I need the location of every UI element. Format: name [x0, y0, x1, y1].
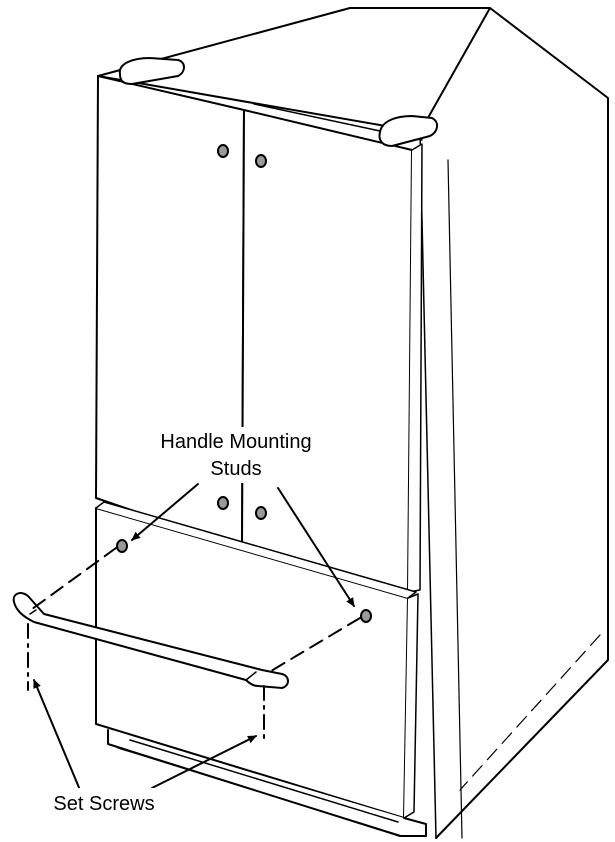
upper-right-lower-stud — [255, 506, 267, 520]
label-background-set-screws — [30, 788, 180, 816]
freezer-drawer — [95, 501, 419, 819]
upper-left-lower-stud — [217, 496, 229, 510]
drawer-right-handle-mounting-stud — [360, 609, 372, 623]
set-screws-arrows — [33, 679, 257, 791]
left-hinge-cover — [118, 57, 185, 85]
cabinet-side-panel — [419, 7, 609, 839]
freezer-drawer-handle — [12, 592, 289, 689]
alignment-guide-lines — [27, 547, 361, 675]
set-screws-label: Set Screws — [53, 793, 154, 815]
upper-left-handle-stud — [217, 144, 229, 158]
handle-mounting-studs-label-line1: Handle Mounting — [160, 431, 311, 453]
right-hinge-cover — [378, 115, 438, 147]
drawer-left-handle-mounting-stud — [116, 539, 128, 553]
set-screw-guide-lines — [27, 623, 265, 741]
cabinet-top — [97, 7, 491, 133]
handle-mounting-studs-arrows — [131, 483, 355, 607]
label-background-studs — [126, 427, 344, 483]
base-grille — [107, 729, 427, 837]
handle-mounting-studs-label-line2: Studs — [210, 458, 261, 480]
right-upper-door — [241, 103, 423, 593]
upper-right-handle-stud — [255, 154, 267, 168]
